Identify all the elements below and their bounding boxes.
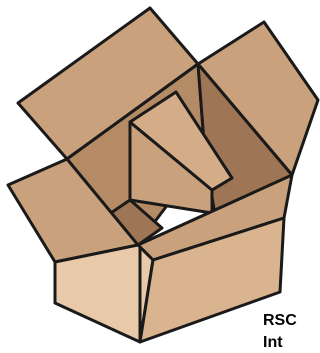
caption-text-line-2: Int: [263, 333, 283, 353]
caption-text-line-1: RSC: [263, 311, 297, 331]
cardboard-box-illustration: [0, 0, 320, 345]
box-front-panel: [55, 245, 153, 342]
